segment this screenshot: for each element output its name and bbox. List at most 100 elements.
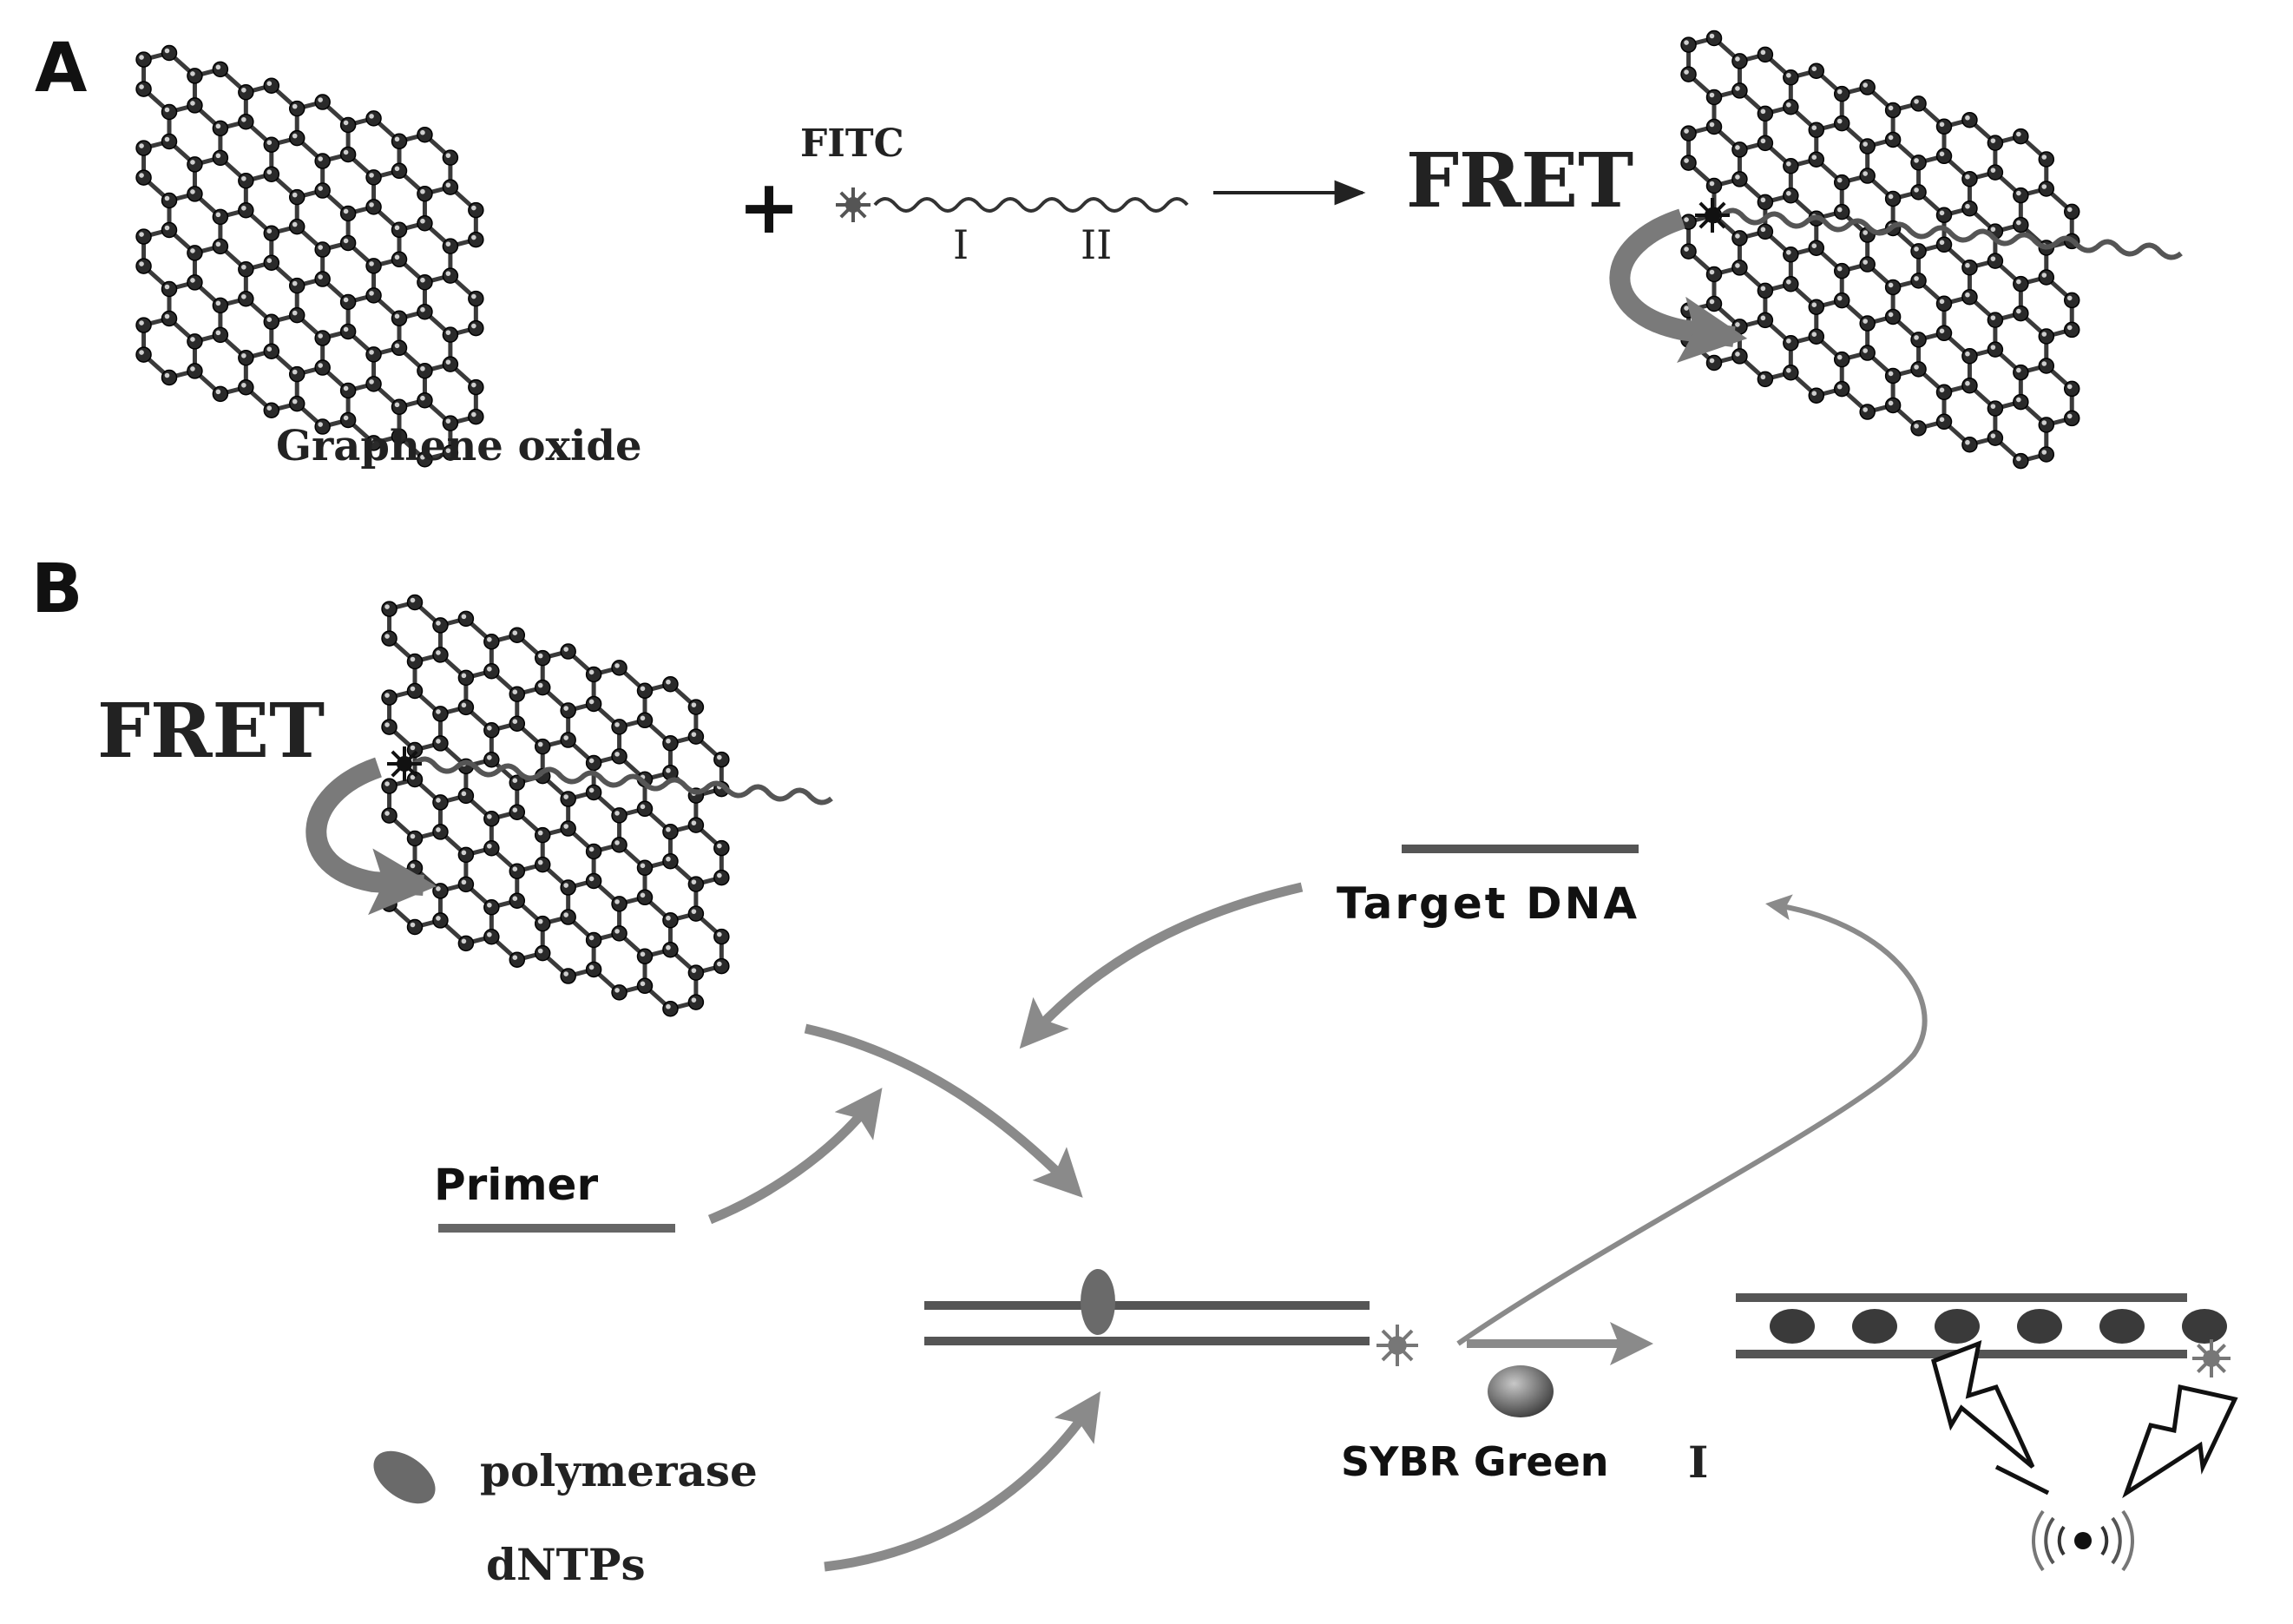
carbon-atom-highlight bbox=[563, 824, 568, 829]
carbon-atom-highlight bbox=[1914, 276, 1919, 281]
fret-label-a: FRET bbox=[1406, 137, 1633, 225]
carbon-atom bbox=[1910, 273, 1927, 289]
carbon-atom bbox=[1680, 125, 1697, 141]
carbon-atom bbox=[483, 752, 500, 768]
carbon-atom bbox=[1987, 400, 2004, 417]
carbon-atom bbox=[1757, 312, 1774, 329]
carbon-atom-highlight bbox=[394, 402, 400, 408]
carbon-atom-highlight bbox=[266, 258, 273, 263]
carbon-atom-highlight bbox=[394, 136, 400, 142]
carbon-atom bbox=[1680, 243, 1697, 260]
carbon-atom-highlight bbox=[2016, 220, 2021, 226]
carbon-atom-highlight bbox=[241, 116, 246, 122]
carbon-atom bbox=[1680, 155, 1697, 171]
carbon-atom bbox=[1910, 361, 1927, 378]
carbon-atom-highlight bbox=[563, 647, 568, 652]
carbon-atom-highlight bbox=[640, 804, 646, 810]
carbon-atom bbox=[687, 817, 705, 833]
carbon-atom bbox=[263, 166, 280, 182]
carbon-atom bbox=[417, 126, 433, 143]
carbon-atom bbox=[713, 751, 730, 768]
carbon-atom-highlight bbox=[1965, 115, 1970, 121]
lightning-bolt-left-icon bbox=[1930, 1340, 2035, 1469]
carbon-atom-highlight bbox=[563, 794, 568, 799]
carbon-atom bbox=[1783, 158, 1799, 174]
carbon-atom-highlight bbox=[1914, 424, 1919, 429]
carbon-atom-highlight bbox=[215, 241, 221, 247]
carbon-atom bbox=[1961, 347, 1978, 365]
carbon-atom-highlight bbox=[1709, 92, 1715, 98]
carbon-atom bbox=[417, 185, 433, 202]
carbon-atom-highlight bbox=[1863, 260, 1868, 265]
fret-curl-arrow-icon bbox=[1609, 208, 1748, 363]
carbon-atom bbox=[509, 892, 526, 909]
carbon-atom bbox=[1783, 276, 1799, 293]
carbon-atom-highlight bbox=[190, 189, 195, 194]
carbon-atom bbox=[1884, 367, 1902, 385]
carbon-atom bbox=[187, 363, 203, 379]
adsorbed-probe-strand bbox=[1720, 207, 2183, 260]
carbon-atom-highlight bbox=[512, 778, 518, 783]
carbon-atom bbox=[509, 863, 526, 879]
carbon-atom bbox=[365, 287, 382, 304]
carbon-atom-highlight bbox=[588, 846, 595, 852]
carbon-atom bbox=[314, 153, 331, 169]
carbon-atom-highlight bbox=[1990, 345, 1996, 350]
bolt-stem-left bbox=[1994, 1464, 2050, 1496]
carbon-atom-highlight bbox=[343, 297, 349, 303]
carbon-atom bbox=[2038, 358, 2055, 374]
carbon-atom bbox=[1935, 325, 1953, 342]
carbon-atom-highlight bbox=[164, 48, 170, 54]
carbon-atom bbox=[212, 208, 229, 226]
carbon-atom bbox=[161, 133, 178, 150]
carbon-atom-highlight bbox=[512, 866, 518, 871]
carbon-atom bbox=[1910, 184, 1927, 201]
fluorophore-star-icon bbox=[1695, 198, 1730, 233]
carbon-atom-highlight bbox=[1811, 125, 1817, 130]
carbon-atom-highlight bbox=[1684, 40, 1689, 45]
carbon-atom-highlight bbox=[369, 202, 374, 207]
carbon-atom bbox=[483, 929, 500, 945]
carbon-atom-highlight bbox=[215, 123, 221, 129]
carbon-atom bbox=[2038, 417, 2055, 433]
carbon-atom-highlight bbox=[640, 892, 646, 898]
sybr-dye-dot bbox=[2017, 1309, 2062, 1344]
carbon-atom bbox=[1705, 295, 1723, 312]
carbon-atom bbox=[509, 686, 526, 702]
carbon-atom bbox=[381, 689, 397, 706]
carbon-atom-highlight bbox=[614, 929, 620, 934]
carbon-atom-highlight bbox=[614, 840, 620, 845]
carbon-atom-highlight bbox=[318, 245, 323, 250]
carbon-atom-highlight bbox=[717, 931, 722, 937]
carbon-atom bbox=[1961, 436, 1978, 453]
carbon-atom-highlight bbox=[410, 863, 416, 869]
carbon-atom bbox=[2063, 321, 2080, 339]
carbon-atom-highlight bbox=[691, 732, 697, 737]
fluorophore-star-icon bbox=[1376, 1325, 1418, 1366]
carbon-atom bbox=[1859, 138, 1876, 155]
target-dna-label: Target DNA bbox=[1337, 878, 1639, 929]
carbon-atom bbox=[442, 267, 459, 284]
carbon-atom-highlight bbox=[384, 693, 390, 698]
carbon-atom bbox=[1833, 203, 1850, 220]
carbon-atom bbox=[585, 666, 602, 683]
carbon-atom bbox=[483, 840, 500, 857]
carbon-atom bbox=[288, 100, 306, 117]
carbon-atom bbox=[365, 346, 382, 363]
carbon-atom bbox=[662, 941, 679, 958]
carbon-atom-highlight bbox=[1888, 194, 1894, 200]
carbon-atom-highlight bbox=[1709, 269, 1715, 275]
carbon-atom bbox=[468, 231, 484, 248]
carbon-atom-highlight bbox=[640, 715, 646, 721]
carbon-atom bbox=[365, 376, 382, 392]
graphene-probe-complex-b bbox=[381, 594, 833, 1017]
carbon-atom bbox=[1757, 135, 1774, 152]
carbon-atom bbox=[2038, 151, 2055, 168]
carbon-atom-highlight bbox=[666, 1003, 671, 1009]
carbon-atom bbox=[135, 140, 152, 156]
carbon-atom-highlight bbox=[588, 876, 595, 882]
carbon-atom bbox=[381, 807, 397, 824]
carbon-atom bbox=[1783, 335, 1799, 352]
carbon-atom-highlight bbox=[1760, 108, 1766, 115]
carbon-atom bbox=[365, 110, 382, 127]
